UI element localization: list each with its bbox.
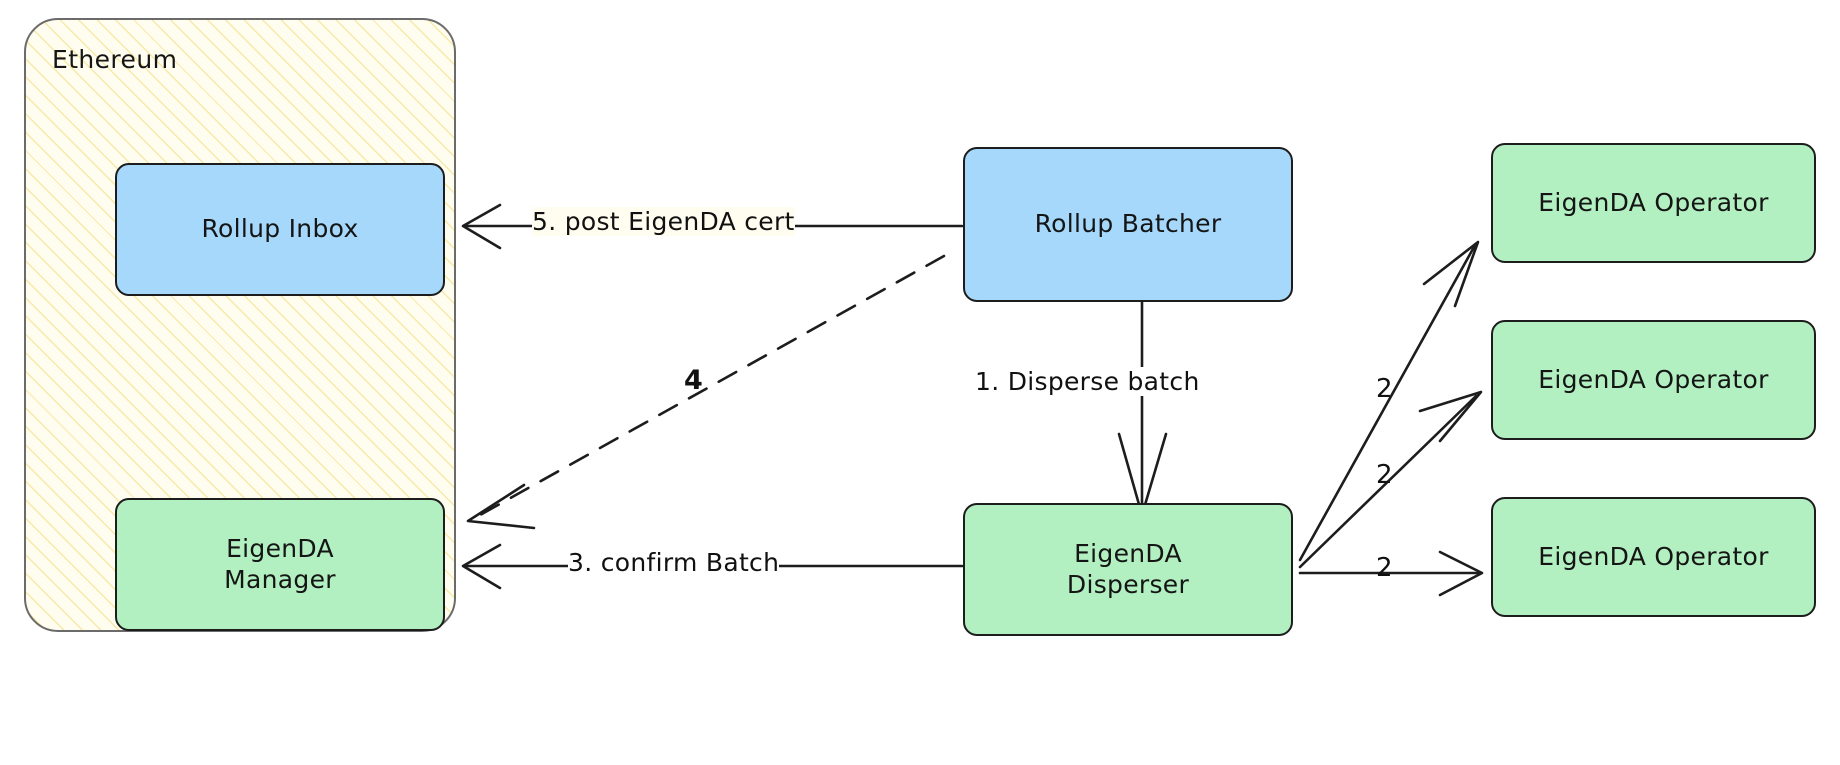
edge-label-store-1: 2: [1376, 374, 1393, 404]
node-eigenda-operator-3[interactable]: EigenDA Operator: [1491, 497, 1816, 617]
edge-label-post-cert: 5. post EigenDA cert: [532, 207, 795, 236]
edge-store-2-arrow: [1298, 390, 1483, 569]
edge-label-store-2: 2: [1376, 460, 1393, 490]
node-eigenda-operator-2[interactable]: EigenDA Operator: [1491, 320, 1816, 440]
node-eigenda-operator-1-label: EigenDA Operator: [1538, 187, 1769, 217]
node-eigenda-operator-1[interactable]: EigenDA Operator: [1491, 143, 1816, 263]
ethereum-group-label: Ethereum: [52, 45, 178, 74]
node-eigenda-manager[interactable]: EigenDA Manager: [115, 498, 445, 631]
ethereum-group-container: [24, 18, 456, 632]
edge-label-store-3: 2: [1376, 553, 1393, 583]
node-eigenda-disperser[interactable]: EigenDA Disperser: [963, 503, 1293, 636]
node-eigenda-operator-2-label: EigenDA Operator: [1538, 364, 1769, 394]
edge-store-3-arrow: [1298, 550, 1484, 597]
node-rollup-batcher-label: Rollup Batcher: [1034, 209, 1222, 239]
node-rollup-inbox[interactable]: Rollup Inbox: [115, 163, 445, 296]
node-eigenda-manager-label: EigenDA Manager: [224, 534, 336, 594]
node-eigenda-operator-3-label: EigenDA Operator: [1538, 541, 1769, 571]
edge-label-confirm-batch: 3. confirm Batch: [568, 548, 780, 577]
edge-label-disperse-batch: 1. Disperse batch: [975, 367, 1200, 396]
node-rollup-batcher[interactable]: Rollup Batcher: [963, 147, 1293, 302]
edge-disperse-batch-arrow: [1117, 300, 1168, 517]
edge-store-1-arrow: [1298, 240, 1480, 562]
edge-label-step-4: 4: [684, 365, 704, 396]
edge-step-4-arrow: [466, 254, 946, 530]
node-eigenda-disperser-label: EigenDA Disperser: [1066, 539, 1190, 599]
node-rollup-inbox-label: Rollup Inbox: [201, 214, 359, 244]
